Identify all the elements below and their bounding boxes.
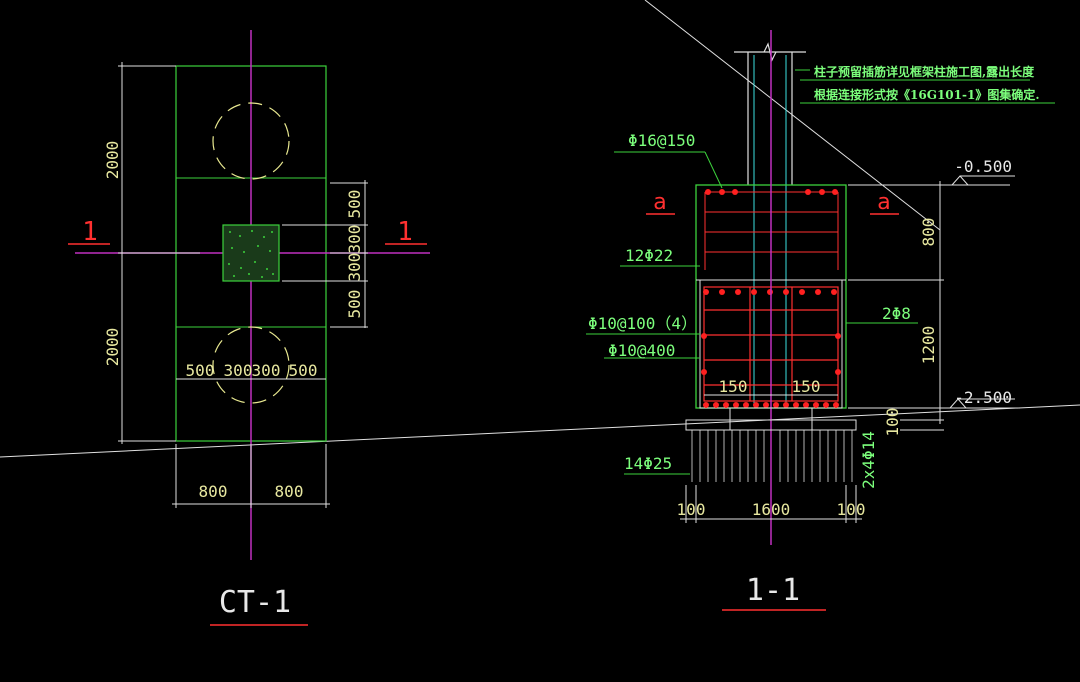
section-mark-right: 1 bbox=[397, 217, 413, 247]
elevation-markers bbox=[848, 175, 1020, 409]
label-mid-rebar: 12Φ22 bbox=[625, 246, 673, 265]
section-dim-right bbox=[848, 181, 944, 431]
label-bottom-rebar: 14Φ25 bbox=[624, 454, 672, 473]
pile-circle-bottom bbox=[212, 326, 290, 404]
elevation-top: -0.500 bbox=[954, 157, 1012, 176]
plan-dim-h300-right: 300 bbox=[252, 361, 281, 380]
section-title: 1-1 bbox=[746, 573, 800, 608]
label-pile-rebar: 2x4Φ14 bbox=[859, 431, 878, 489]
plan-view: 2000 2000 500 300 300 500 500 300 300 50… bbox=[68, 30, 430, 626]
pile-hatch-lines bbox=[691, 430, 853, 482]
dim-150-right: 150 bbox=[792, 377, 821, 396]
column-outline bbox=[734, 42, 806, 185]
plan-dim-2000-top: 2000 bbox=[103, 141, 122, 180]
note-line-1: 柱子预留插筋详见框架柱施工图,露出长度 bbox=[814, 64, 1035, 79]
label-side-rebar: 2Φ8 bbox=[882, 304, 911, 323]
dim-100-right: 100 bbox=[837, 500, 866, 519]
label-stirrup-2: Φ10@400 bbox=[608, 341, 675, 360]
plan-dim-2000-bottom: 2000 bbox=[103, 328, 122, 367]
plan-dim-300-top: 300 bbox=[345, 225, 364, 254]
leader-top-rebar-tip bbox=[704, 151, 723, 189]
plan-dim-800-right: 800 bbox=[275, 482, 304, 501]
section-a-right: a bbox=[877, 190, 890, 215]
section-dim-bottom bbox=[680, 485, 862, 523]
section-mark-left: 1 bbox=[82, 217, 98, 247]
dim-100-left: 100 bbox=[677, 500, 706, 519]
note-line-2: 根据连接形式按《16G101-1》图集确定. bbox=[814, 87, 1040, 102]
ground-reference-line bbox=[0, 404, 1080, 458]
plan-dim-300-bottom: 300 bbox=[345, 253, 364, 282]
pile-head bbox=[729, 407, 813, 431]
top-rebar-dots bbox=[705, 189, 838, 195]
label-stirrup-1: Φ10@100（4） bbox=[588, 314, 697, 333]
column-bars bbox=[753, 55, 787, 405]
dim-800: 800 bbox=[919, 218, 938, 247]
plan-dim-right bbox=[282, 180, 368, 328]
plan-dim-bottom bbox=[172, 444, 330, 508]
column-hatch bbox=[222, 224, 280, 282]
dim-100-vertical: 100 bbox=[883, 408, 902, 437]
plan-title: CT-1 bbox=[219, 585, 291, 620]
section-a-left: a bbox=[653, 190, 666, 215]
section-view: 柱子预留插筋详见框架柱施工图,露出长度 根据连接形式按《16G101-1》图集确… bbox=[586, 30, 1055, 611]
dim-1600: 1600 bbox=[752, 500, 791, 519]
elevation-bottom: -2.500 bbox=[954, 388, 1012, 407]
plan-dim-h500-left: 500 bbox=[186, 361, 215, 380]
pile-circle-top bbox=[212, 102, 290, 180]
plan-dim-left bbox=[118, 62, 200, 444]
dim-150-left: 150 bbox=[719, 377, 748, 396]
dim-1200: 1200 bbox=[919, 326, 938, 365]
plan-dim-h300-left: 300 bbox=[224, 361, 253, 380]
label-top-rebar: Φ16@150 bbox=[628, 131, 695, 150]
plan-dim-800-left: 800 bbox=[199, 482, 228, 501]
plan-dim-500-bottom: 500 bbox=[345, 290, 364, 319]
plan-dim-500-top: 500 bbox=[345, 190, 364, 219]
plan-dim-h500-right: 500 bbox=[289, 361, 318, 380]
column-hatch-dots bbox=[228, 230, 274, 278]
